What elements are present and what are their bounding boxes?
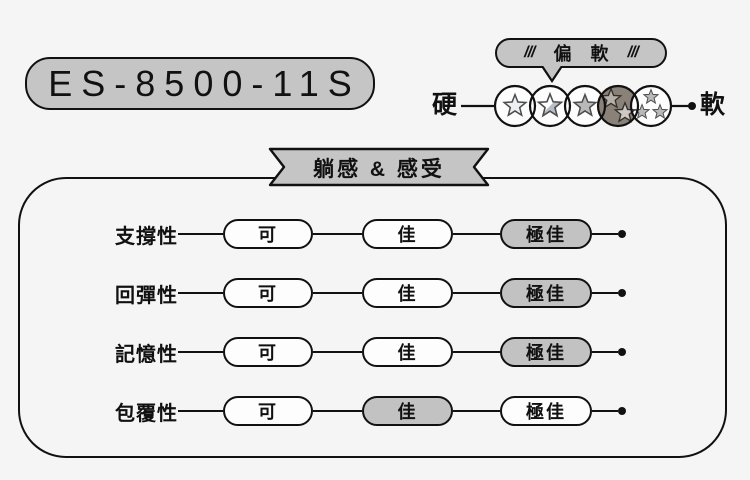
connector-line	[592, 292, 618, 294]
rating-pill-excellent: 極佳	[500, 219, 592, 249]
firmness-callout-bubble: /// 偏 軟 ///	[495, 38, 667, 68]
hatch-marks-left: ///	[524, 44, 535, 61]
connector-line	[178, 233, 223, 235]
rating-pill-good: 佳	[362, 337, 453, 367]
connector-line	[178, 351, 223, 353]
level-ring	[596, 84, 640, 128]
firmness-callout-label: 偏 軟	[553, 44, 616, 64]
rating-row-memory: 記憶性 可 佳 極佳	[100, 335, 640, 369]
end-dot	[618, 289, 626, 297]
hatch-marks-right: ///	[627, 44, 639, 61]
rating-pill-excellent: 極佳	[500, 278, 592, 308]
rating-row-label: 回彈性	[115, 284, 178, 307]
soft-label: 軟	[700, 91, 726, 119]
bubble-tail	[541, 66, 563, 83]
rating-row-resilience: 回彈性 可 佳 極佳	[100, 276, 640, 310]
rating-pill-ok: 可	[223, 337, 313, 367]
connector-line	[313, 233, 362, 235]
rating-pill-excellent: 極佳	[500, 337, 592, 367]
level-ring	[629, 84, 673, 128]
section-ribbon	[268, 147, 490, 187]
level-ring	[528, 84, 572, 128]
rating-row-label: 支撐性	[115, 225, 178, 248]
level-ring	[563, 84, 607, 128]
model-number: ES-8500-11S	[48, 62, 361, 104]
rating-pill-ok: 可	[223, 278, 313, 308]
rating-pill-excellent: 極佳	[500, 396, 592, 426]
firmness-star-scale	[461, 84, 696, 128]
connector-line	[592, 410, 618, 412]
rating-row-support: 支撐性 可 佳 極佳	[100, 217, 640, 251]
rating-pill-good: 佳	[362, 219, 453, 249]
connector-line	[313, 351, 362, 353]
end-dot	[618, 407, 626, 415]
section-title: 躺感 & 感受	[313, 158, 445, 181]
connector-line	[453, 351, 500, 353]
rating-row-label: 記憶性	[115, 343, 178, 366]
connector-line	[453, 292, 500, 294]
end-dot	[618, 230, 626, 238]
connector-line	[592, 351, 618, 353]
connector-line	[178, 410, 223, 412]
rating-pill-ok: 可	[223, 396, 313, 426]
connector-line	[453, 233, 500, 235]
rating-pill-good: 佳	[362, 278, 453, 308]
model-badge: ES-8500-11S	[25, 57, 375, 110]
connector-line	[313, 292, 362, 294]
connector-line	[592, 233, 618, 235]
rating-pill-good: 佳	[362, 396, 453, 426]
end-dot	[618, 348, 626, 356]
scale-end-dot	[688, 102, 696, 110]
connector-line	[178, 292, 223, 294]
level-ring	[493, 84, 537, 128]
rating-row-envelopment: 包覆性 可 佳 極佳	[100, 394, 640, 428]
connector-line	[453, 410, 500, 412]
hard-label: 硬	[432, 91, 458, 119]
connector-line	[313, 410, 362, 412]
rating-row-label: 包覆性	[115, 402, 178, 425]
rating-pill-ok: 可	[223, 219, 313, 249]
